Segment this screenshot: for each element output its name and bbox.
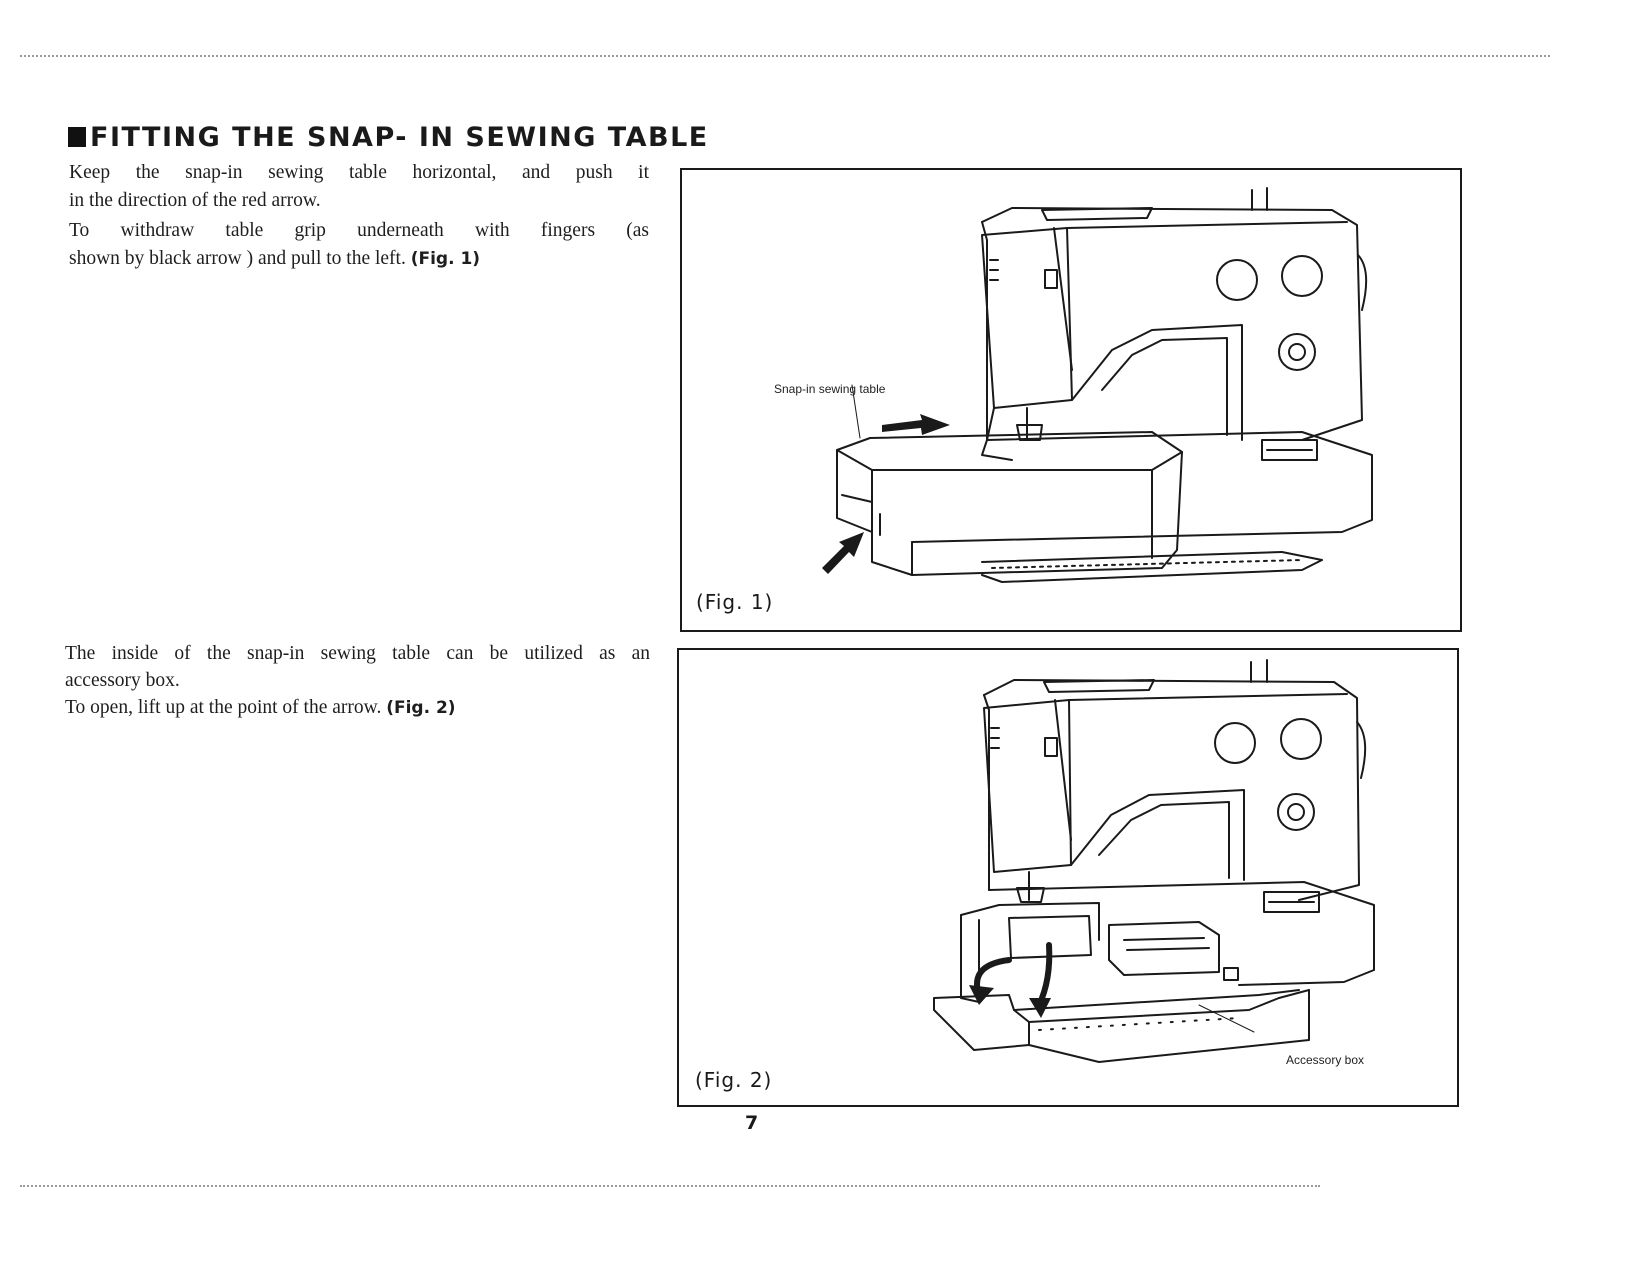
figure-1-label: (Fig. 1) [696, 590, 774, 614]
sewing-machine-fig1-illustration [822, 187, 1373, 583]
para1-line4: shown by black arrow ) and pull to the l… [69, 245, 649, 273]
figure-1-frame: Snap-in sewing table (Fig. 1) [680, 168, 1462, 632]
scan-noise-top [20, 55, 1550, 57]
section-title: FITTING THE SNAP- IN SEWING TABLE [68, 122, 709, 153]
page-number: 7 [745, 1112, 759, 1134]
para1-line3: To withdraw table grip underneath with f… [69, 220, 649, 241]
fig1-reference: (Fig. 1) [410, 249, 481, 269]
section-title-text: FITTING THE SNAP- IN SEWING TABLE [90, 122, 709, 153]
sewing-machine-fig2-illustration [933, 659, 1375, 1063]
para2-line3: To open, lift up at the point of the arr… [65, 694, 650, 722]
snap-in-table-callout: Snap-in sewing table [774, 382, 886, 396]
para2-line2: accessory box. [65, 670, 180, 691]
para2-line3-text: To open, lift up at the point of the arr… [65, 697, 382, 718]
para1-line1: Keep the snap-in sewing table horizontal… [69, 162, 649, 183]
accessory-paragraph: The inside of the snap-in sewing table c… [65, 640, 650, 722]
figure-2-frame: Accessory box (Fig. 2) [677, 648, 1459, 1107]
figure-2-label: (Fig. 2) [695, 1068, 773, 1092]
scan-noise-bottom [20, 1185, 1320, 1187]
fig2-reference: (Fig. 2) [386, 698, 456, 718]
intro-paragraph: Keep the snap-in sewing table horizontal… [69, 159, 649, 273]
accessory-box-callout: Accessory box [1286, 1053, 1365, 1067]
heading-bullet-icon [68, 127, 86, 147]
para1-line4-text: shown by black arrow ) and pull to the l… [69, 248, 406, 269]
para1-line2: in the direction of the red arrow. [69, 190, 321, 211]
para2-line1: The inside of the snap-in sewing table c… [65, 643, 650, 664]
